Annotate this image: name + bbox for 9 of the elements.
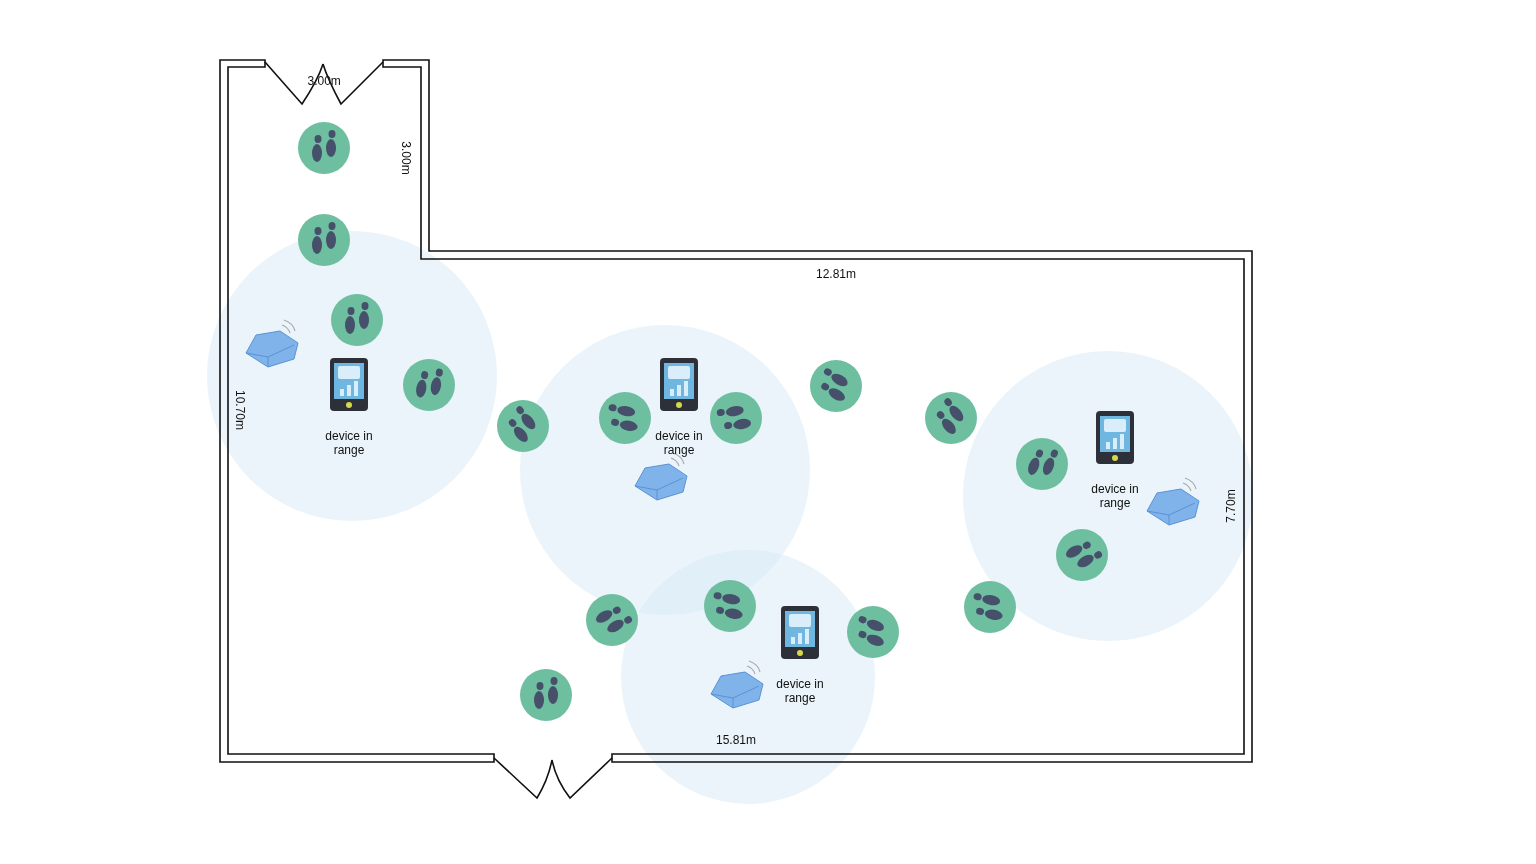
device-caption: device in range bbox=[324, 429, 374, 457]
device-caption: device in range bbox=[1090, 482, 1140, 510]
dimension-label: 7.70m bbox=[1223, 489, 1238, 523]
dimension-label: 10.70m bbox=[233, 390, 247, 430]
device-caption: device in range bbox=[775, 677, 825, 705]
dimension-label: 15.81m bbox=[716, 733, 757, 747]
device-caption: device in range bbox=[654, 429, 704, 457]
dimension-label: 12.81m bbox=[816, 267, 857, 281]
dimension-label: 3.00m bbox=[398, 141, 413, 175]
